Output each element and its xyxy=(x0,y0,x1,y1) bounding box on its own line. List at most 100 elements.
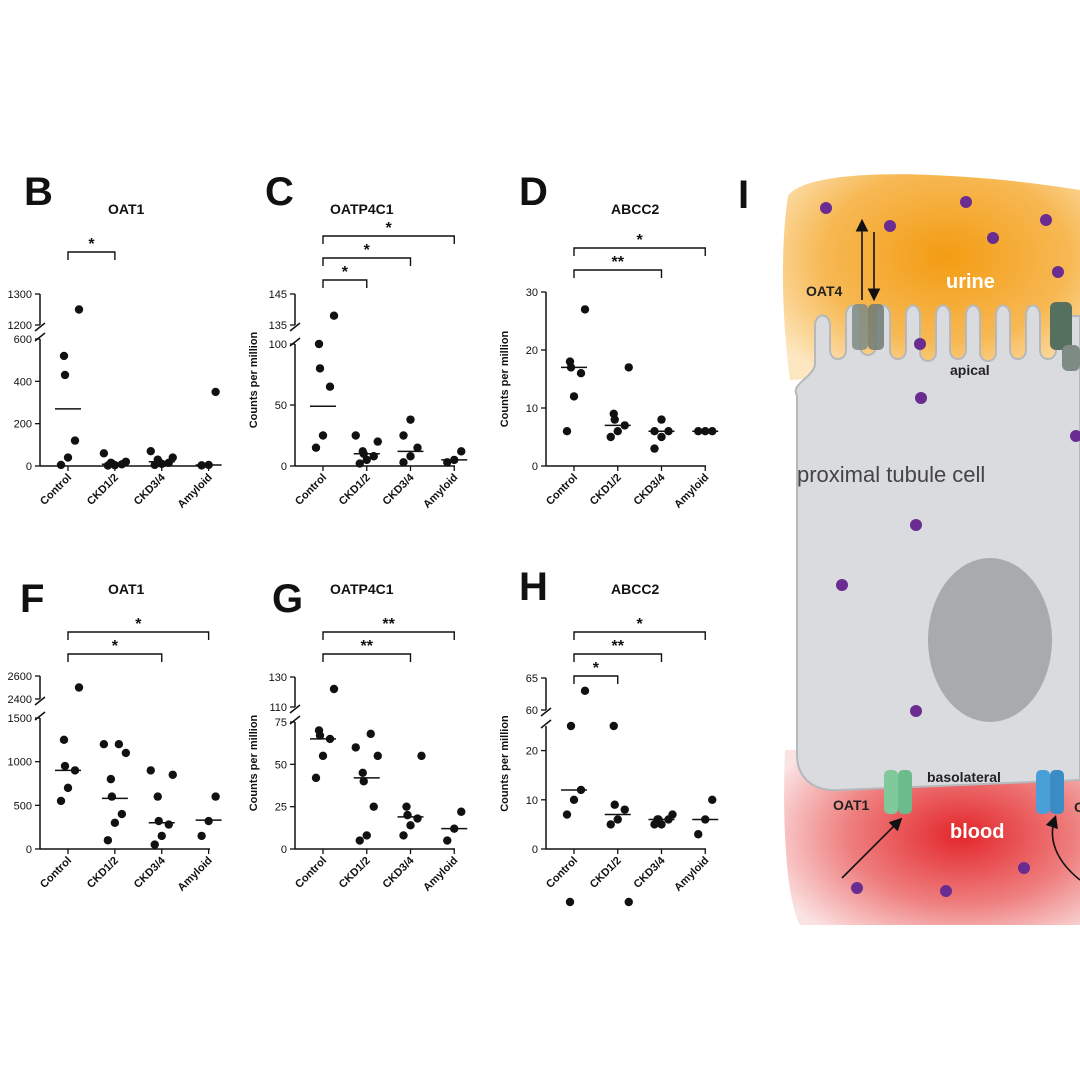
panel-title: OATP4C1 xyxy=(330,201,394,217)
panel-letter: D xyxy=(519,170,548,214)
data-point xyxy=(121,748,131,758)
y-tick-label: 10 xyxy=(526,795,538,807)
y-tick-label: 1200 xyxy=(8,320,32,332)
significance-bracket xyxy=(67,631,210,640)
x-tick-label: CKD1/2 xyxy=(337,855,373,891)
x-tick-label: Amyloid xyxy=(176,855,215,894)
data-point xyxy=(314,339,324,349)
data-point xyxy=(99,740,109,749)
data-point xyxy=(369,802,378,811)
y-tick-label: 20 xyxy=(526,345,538,357)
data-point xyxy=(329,684,339,694)
data-point xyxy=(106,774,116,784)
y-tick-label: 500 xyxy=(14,800,32,812)
data-point xyxy=(146,446,155,456)
data-point xyxy=(580,686,590,695)
oat3-uptake-arrow xyxy=(1045,814,1080,881)
data-point xyxy=(406,415,415,424)
axis-break-mark xyxy=(540,707,552,717)
y-axis-label: Counts per million xyxy=(499,330,511,427)
data-point xyxy=(355,836,364,845)
data-point xyxy=(399,431,408,440)
oat3-transporter xyxy=(1036,770,1064,814)
data-point xyxy=(457,807,466,816)
data-point xyxy=(311,773,321,783)
y-tick-label: 0 xyxy=(281,844,287,856)
y-tick-label: 600 xyxy=(14,334,32,346)
data-point xyxy=(668,810,677,819)
solute-molecules xyxy=(820,196,1080,897)
data-point xyxy=(315,364,325,373)
data-point xyxy=(399,831,408,840)
y-tick-label: 2400 xyxy=(8,694,32,706)
data-point xyxy=(413,443,422,452)
x-tick-label: CKD1/2 xyxy=(85,472,121,508)
significance-label: * xyxy=(364,242,371,259)
significance-label: * xyxy=(593,660,600,677)
data-point xyxy=(613,815,622,824)
data-point xyxy=(150,840,159,849)
data-point xyxy=(362,831,371,840)
data-point xyxy=(373,437,382,446)
cell-label: proximal tubule cell xyxy=(797,462,985,487)
panel-title: OAT1 xyxy=(108,581,145,597)
y-tick-label: 110 xyxy=(269,702,287,714)
y-tick-label: 75 xyxy=(275,717,287,729)
data-point xyxy=(60,761,70,771)
data-point xyxy=(708,795,717,804)
significance-bracket xyxy=(573,653,663,662)
axis-break-mark xyxy=(34,322,46,332)
significance-label: * xyxy=(386,220,393,237)
x-tick-label: Control xyxy=(38,855,74,891)
data-point xyxy=(606,820,615,829)
significance-label: * xyxy=(637,616,644,633)
axis-break-mark xyxy=(540,719,552,729)
significance-label: ** xyxy=(361,638,374,655)
x-tick-label: Control xyxy=(544,855,580,891)
blood-label: blood xyxy=(950,821,1004,843)
cell-body xyxy=(794,304,1080,792)
data-point xyxy=(359,777,368,786)
x-tick-label: CKD1/2 xyxy=(588,472,624,508)
data-point xyxy=(569,392,579,401)
data-point xyxy=(329,311,339,320)
data-point xyxy=(318,431,328,440)
significance-label: * xyxy=(135,616,142,633)
significance-label: ** xyxy=(612,254,625,271)
y-tick-label: 25 xyxy=(275,802,287,814)
x-tick-label: CKD1/2 xyxy=(337,472,373,508)
y-tick-label: 1500 xyxy=(8,713,32,725)
y-axis-label: Counts per million xyxy=(248,331,260,428)
oat1-transporter xyxy=(884,770,912,814)
panel-letter: B xyxy=(24,170,53,214)
data-point xyxy=(197,831,206,841)
significance-label: * xyxy=(88,236,95,253)
significance-label: * xyxy=(342,264,349,281)
data-point xyxy=(117,809,127,819)
y-tick-label: 1300 xyxy=(8,289,32,301)
axis-break-mark xyxy=(289,704,301,714)
data-point xyxy=(153,792,162,801)
panel-title: OAT1 xyxy=(108,201,145,217)
y-tick-label: 100 xyxy=(269,339,287,351)
data-point xyxy=(314,726,324,735)
significance-bracket xyxy=(573,269,663,278)
data-point xyxy=(657,415,666,424)
x-tick-label: Amyloid xyxy=(672,472,711,511)
data-point xyxy=(74,683,84,692)
x-tick-label: Amyloid xyxy=(421,855,460,894)
y-tick-label: 0 xyxy=(532,461,538,473)
data-point xyxy=(70,436,80,445)
panel-title: ABCC2 xyxy=(611,581,659,597)
axis-break-mark xyxy=(34,711,46,721)
axis-break-mark xyxy=(289,337,301,347)
apical-transporter-partial xyxy=(1050,302,1080,371)
data-point xyxy=(694,830,703,839)
x-tick-label: CKD3/4 xyxy=(631,471,668,508)
y-axis-label: Counts per million xyxy=(499,715,511,812)
data-point xyxy=(358,768,367,777)
